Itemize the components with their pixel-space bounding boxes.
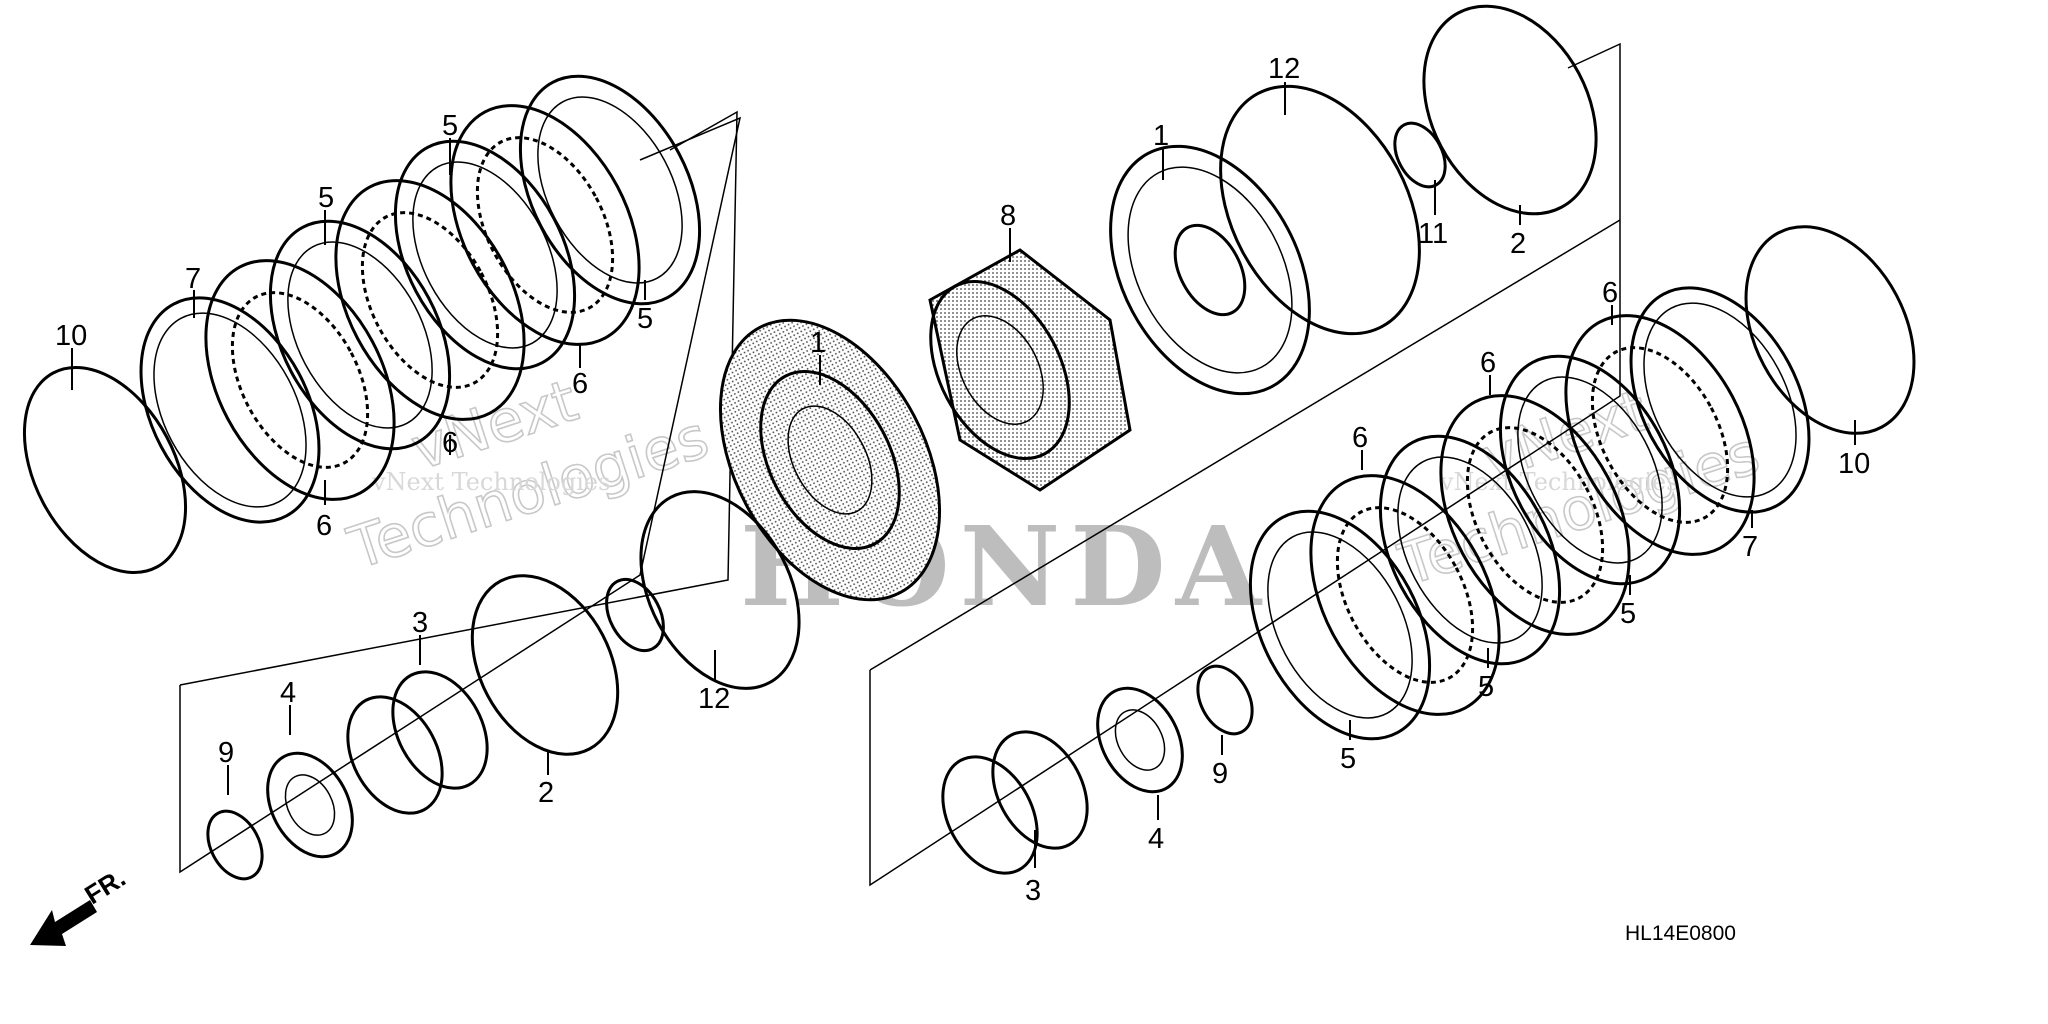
callout-2-upper: 2 — [1510, 228, 1526, 260]
callout-11: 11 — [1418, 218, 1448, 250]
callout-10-right: 10 — [1838, 448, 1870, 480]
callout-1-upper: 1 — [1153, 120, 1169, 152]
callout-5-left-b: 5 — [442, 110, 458, 142]
snap-ring-2-upper — [1422, 4, 1598, 216]
callout-6-left-a: 6 — [572, 368, 588, 400]
callout-9-right: 9 — [1212, 758, 1228, 790]
right-upper-frame — [869, 219, 1621, 671]
o-ring-11-lower — [605, 577, 665, 653]
spring-retainer-4-left — [266, 751, 354, 859]
callout-6-right-a: 6 — [1352, 422, 1368, 454]
piston-1-center — [718, 318, 942, 602]
callout-6-left-c: 6 — [316, 510, 332, 542]
piston-1-upper — [1109, 144, 1311, 396]
friction-disc-6-left-a — [204, 259, 396, 501]
callout-numbers: 10 7 5 5 5 6 6 6 1 8 1 12 11 2 12 2 3 4 … — [55, 53, 1870, 907]
callout-6-left-b: 6 — [442, 427, 458, 459]
spring-retainer-4-right — [1096, 686, 1184, 794]
snap-ring-10-right — [1744, 225, 1916, 435]
callout-3-left: 3 — [412, 607, 428, 639]
callout-5-right-a: 5 — [1340, 743, 1356, 775]
callout-5-right-c: 5 — [1620, 598, 1636, 630]
callout-12-lower: 12 — [698, 683, 730, 715]
callout-1-center: 1 — [810, 327, 826, 359]
drawing-code: HL14E0800 — [1625, 922, 1736, 945]
left-group-frame — [179, 116, 742, 874]
callout-8: 8 — [1000, 200, 1016, 232]
callout-9-left: 9 — [218, 737, 234, 769]
callout-10-left: 10 — [55, 320, 87, 352]
spring-3-left — [346, 670, 489, 815]
front-direction-marker: FR. — [30, 862, 131, 946]
leader-lines — [71, 82, 1856, 868]
o-ring-12-upper — [1219, 84, 1421, 336]
right-group-frame — [869, 42, 1621, 887]
snap-ring-2-lower — [470, 574, 620, 756]
callout-5-right-b: 5 — [1478, 671, 1494, 703]
watermark-small-left: vNext Technologies — [371, 468, 610, 496]
o-ring-12-lower — [639, 490, 801, 690]
steel-plate-5-right-c — [1498, 354, 1682, 586]
steel-plate-5-left-a — [268, 219, 452, 451]
callout-4-left: 4 — [280, 677, 296, 709]
snap-ring-9-left — [206, 809, 264, 881]
front-arrow-icon — [30, 900, 97, 946]
steel-plate-5-right-a — [1248, 509, 1432, 741]
callout-4-right: 4 — [1148, 823, 1164, 855]
left-upper-frame — [179, 110, 738, 686]
callout-5-left-a: 5 — [318, 182, 334, 214]
end-plate-7-left — [139, 296, 321, 524]
callout-12-upper: 12 — [1268, 53, 1300, 85]
steel-plate-5-right-b — [1378, 434, 1562, 666]
snap-ring-9-right — [1196, 664, 1254, 736]
friction-disc-6-left-b — [334, 179, 526, 421]
friction-disc-6-right-a — [1309, 474, 1501, 716]
callout-7-left: 7 — [185, 263, 201, 295]
watermark-small-right: vNext Technologies — [1439, 468, 1678, 496]
callout-3-right: 3 — [1025, 875, 1041, 907]
callout-6-right-c: 6 — [1602, 277, 1618, 309]
callout-6-right-b: 6 — [1480, 347, 1496, 379]
callout-5-left-c: 5 — [637, 303, 653, 335]
spring-3-right — [941, 730, 1089, 875]
end-plate-7-right — [1629, 286, 1811, 514]
friction-disc-6-right-c — [1564, 314, 1756, 556]
callout-7-right: 7 — [1742, 531, 1758, 563]
clutch-drum-8 — [928, 248, 1132, 492]
callout-2-lower: 2 — [538, 777, 554, 809]
friction-disc-6-right-b — [1439, 394, 1631, 636]
steel-plate-5-left-c — [518, 74, 702, 306]
snap-ring-10-left — [22, 365, 188, 575]
